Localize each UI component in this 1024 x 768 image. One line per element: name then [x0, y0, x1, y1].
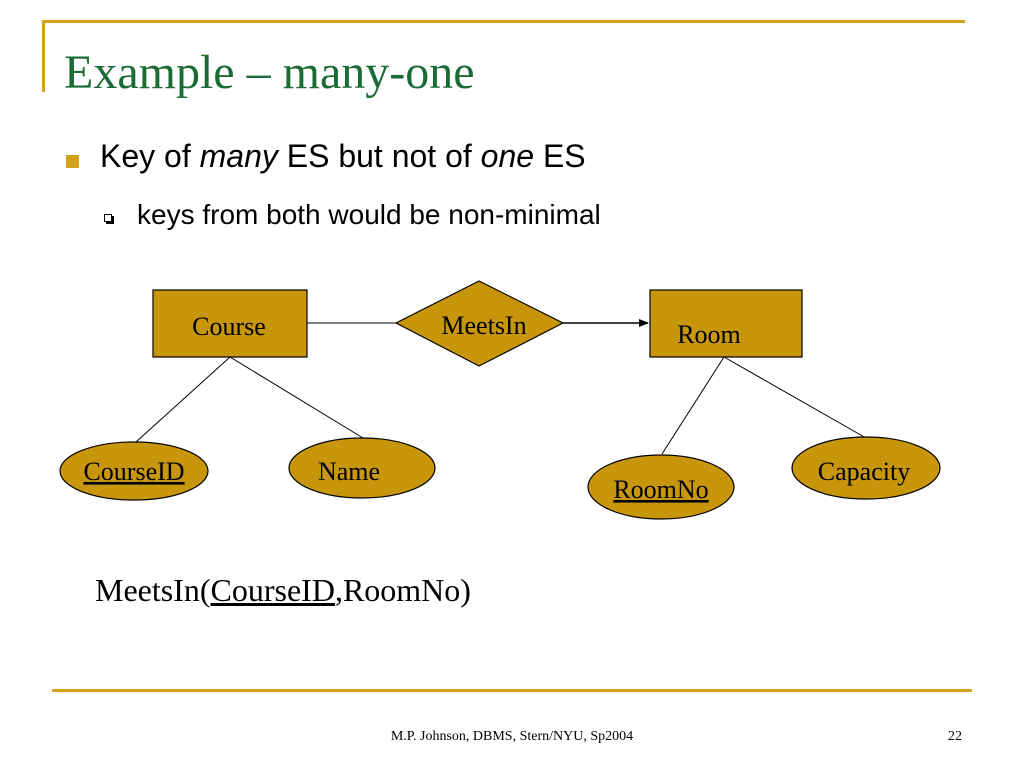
square-bullet-icon [66, 155, 79, 168]
footer-rule [52, 689, 972, 692]
bullet-many: many [199, 138, 278, 174]
relation-schema: MeetsIn(CourseID,RoomNo) [95, 572, 471, 609]
meetsin-relationship: MeetsIn [394, 280, 565, 367]
frame-vertical-rule [42, 20, 45, 92]
meetsin-relationship-label: MeetsIn [441, 311, 526, 340]
course-name-line [229, 356, 364, 439]
relation-schema-key: CourseID [210, 572, 335, 608]
name-attribute-label: Name [318, 457, 380, 486]
bullet-one: one [480, 138, 535, 174]
capacity-attribute-label: Capacity [818, 457, 910, 486]
course-entity-label: Course [192, 312, 266, 341]
room-entity: Room [649, 289, 803, 358]
relation-schema-rest: ,RoomNo) [334, 572, 471, 608]
frame-horizontal-rule [42, 20, 965, 23]
capacity-attribute: Capacity [791, 436, 941, 500]
courseid-attribute: CourseID [59, 441, 209, 501]
courseid-attribute-label: CourseID [83, 457, 184, 486]
course-entity: Course [152, 289, 308, 358]
roomno-attribute: RoomNo [587, 454, 735, 520]
room-entity-label: Room [677, 320, 741, 349]
page-number: 22 [948, 729, 962, 744]
hollow-square-bullet-icon [104, 214, 112, 222]
sub-bullet-text: keys from both would be non-minimal [137, 199, 601, 230]
bullet-middle: ES but not of [277, 138, 481, 174]
room-capacity-line [723, 356, 867, 439]
name-attribute: Name [288, 437, 436, 499]
footer-text: M.P. Johnson, DBMS, Stern/NYU, Sp2004 [390, 729, 634, 744]
roomno-attribute-label: RoomNo [613, 475, 708, 504]
bullet-prefix: Key of [100, 138, 200, 174]
slide-title: Example – many-one [64, 46, 475, 99]
bullet-suffix: ES [534, 138, 586, 174]
room-roomno-line [661, 356, 725, 455]
course-courseid-line [135, 356, 231, 443]
relation-schema-prefix: MeetsIn( [95, 572, 211, 608]
bullet-text: Key of many ES but not of one ES [100, 138, 586, 175]
